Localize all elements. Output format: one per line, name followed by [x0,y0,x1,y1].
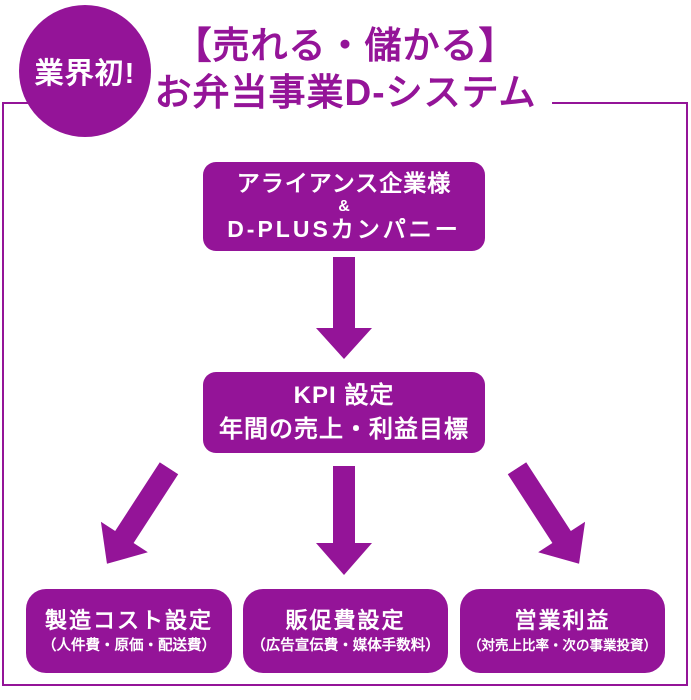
node-kpi: KPI 設定 年間の売上・利益目標 [203,372,485,453]
node-alliance: アライアンス企業様 & D-PLUSカンパニー [203,162,485,251]
node-manufacturing-cost-subtitle: （人件費・原価・配送費） [42,638,216,655]
industry-first-label: 業界初! [34,58,136,90]
node-alliance-line2: D-PLUSカンパニー [227,216,461,243]
down-arrow-icon [316,257,372,359]
node-operating-profit-subtitle: （対売上比率・次の事業投資） [468,637,657,653]
node-operating-profit-title: 営業利益 [514,608,611,634]
node-promotion-cost-subtitle: （広告宣伝費・媒体手数料） [251,638,440,655]
node-alliance-line1: アライアンス企業様 [236,169,452,196]
down-right-arrow-icon [493,453,602,579]
node-promotion-cost: 販促費設定 （広告宣伝費・媒体手数料） [243,589,448,673]
down-arrow-small-icon [316,466,372,575]
page-title: 【売れる・儲かる】 お弁当事業D-システム [138,22,553,117]
node-alliance-ampersand: & [338,197,350,215]
page-title-line2: お弁当事業D-システム [154,72,537,114]
node-promotion-cost-title: 販促費設定 [285,607,406,633]
node-kpi-line1: KPI 設定 [293,381,395,409]
industry-first-badge: 業界初! [19,5,151,137]
page-title-line1: 【売れる・儲かる】 [174,25,517,66]
node-manufacturing-cost: 製造コスト設定 （人件費・原価・配送費） [26,589,232,673]
node-manufacturing-cost-title: 製造コスト設定 [44,607,213,633]
node-kpi-line2: 年間の売上・利益目標 [219,415,469,443]
down-left-arrow-icon [83,453,192,579]
node-operating-profit: 営業利益 （対売上比率・次の事業投資） [460,589,665,673]
